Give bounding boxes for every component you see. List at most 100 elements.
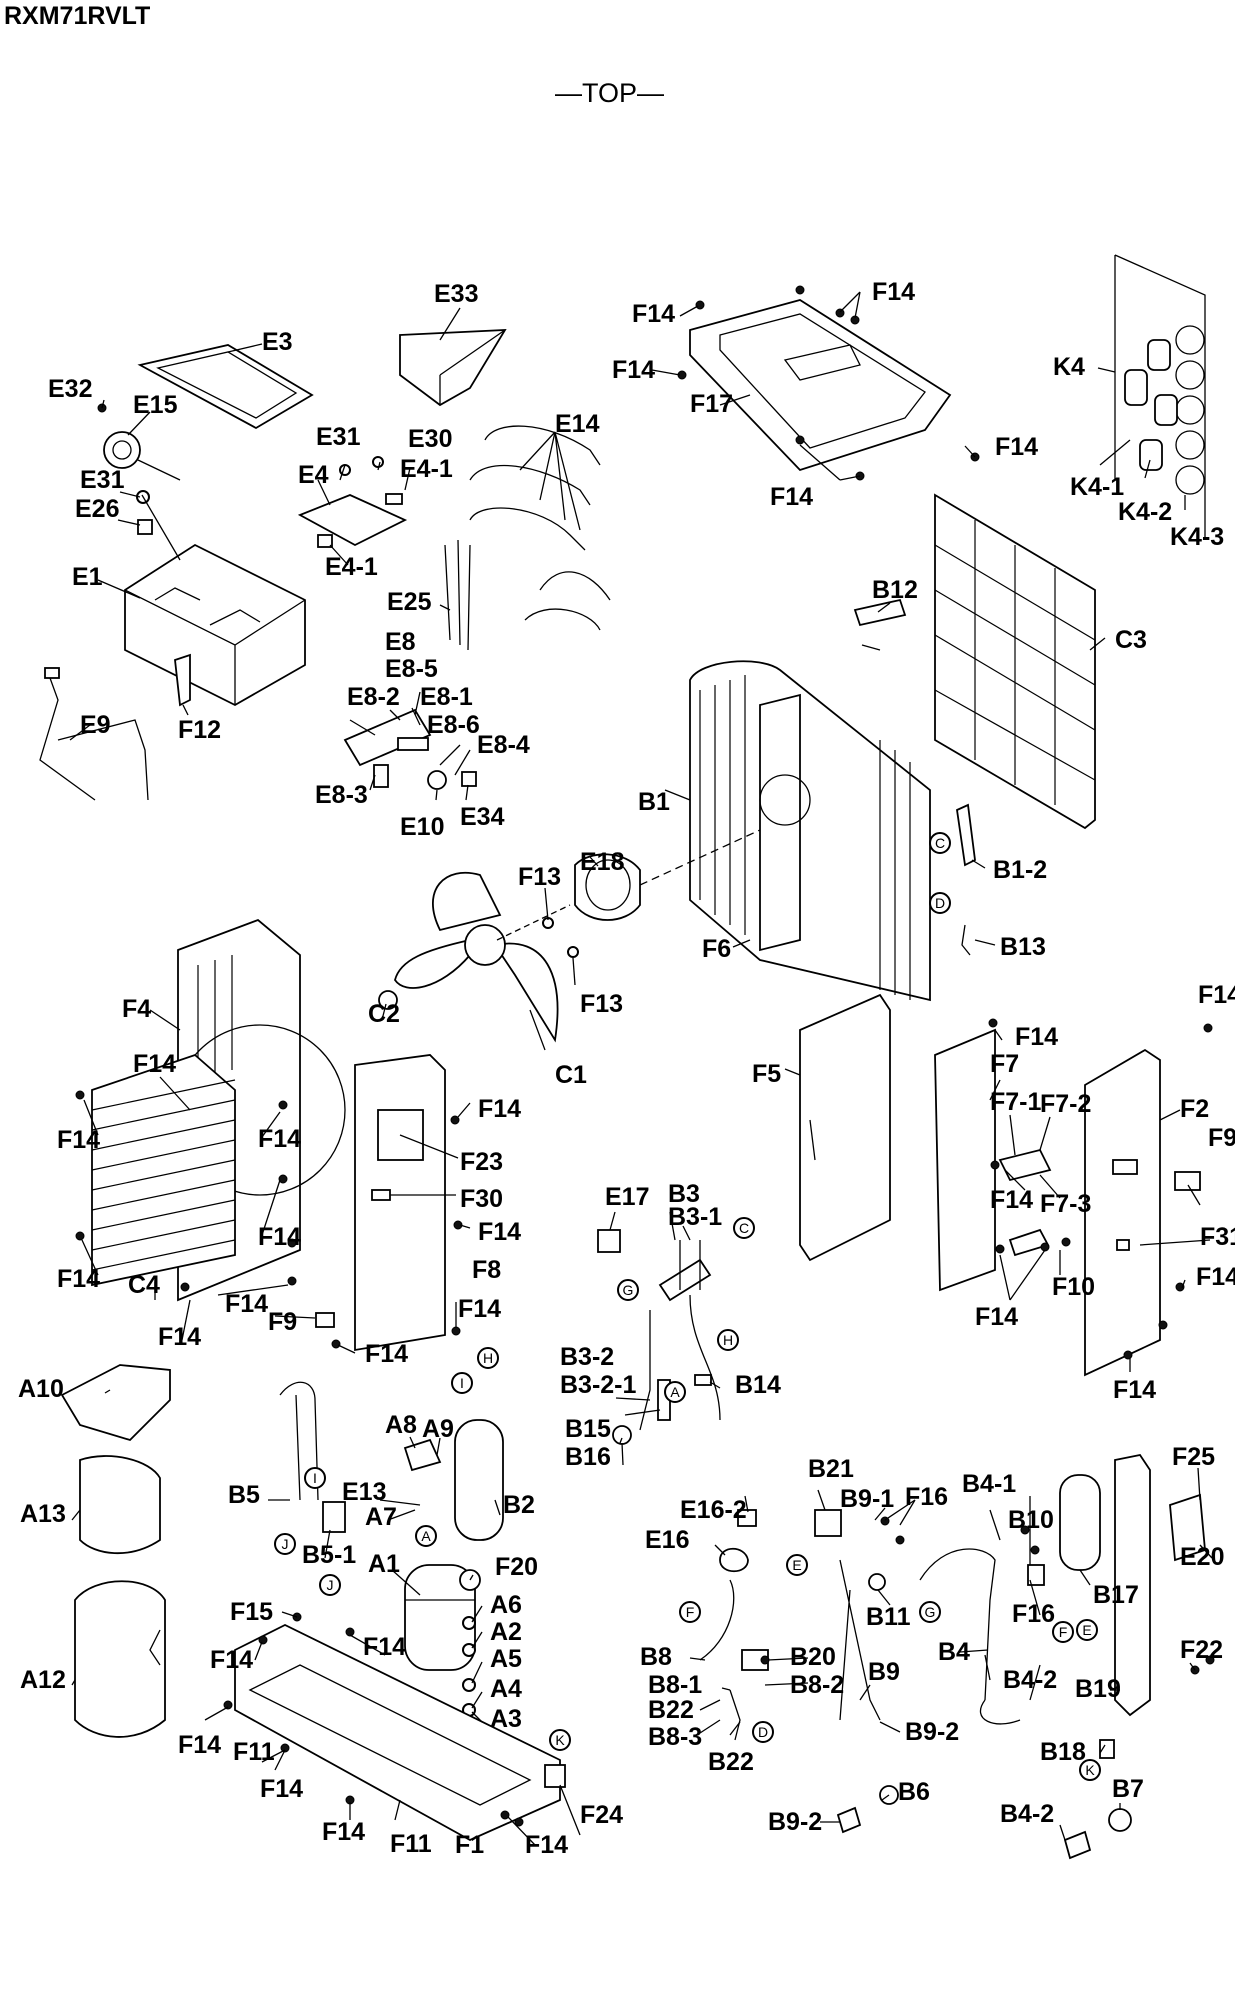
- label-b8-3: B8-3: [648, 1723, 702, 1751]
- label-f14-l: F14: [158, 1323, 201, 1351]
- label-a10: A10: [18, 1375, 64, 1403]
- connector-c-1-label: C: [935, 835, 945, 851]
- label-b9-1: B9-1: [840, 1485, 894, 1513]
- label-f24: F24: [580, 1801, 623, 1829]
- connector-j-2: J: [319, 1574, 341, 1596]
- connector-markers: C D C G H A H I I A J J E F G F E D K K: [274, 832, 1101, 1781]
- label-f14-ac: F14: [525, 1831, 568, 1859]
- label-f14-g: F14: [57, 1126, 100, 1154]
- label-b4-1: B4-1: [962, 1470, 1016, 1498]
- label-b18: B18: [1040, 1738, 1086, 1766]
- label-b20: B20: [790, 1643, 836, 1671]
- label-b15: B15: [565, 1415, 611, 1443]
- label-a5: A5: [490, 1645, 522, 1673]
- label-e31-b: E31: [316, 423, 361, 451]
- label-c3: C3: [1115, 626, 1147, 654]
- label-e8-2: E8-2: [347, 683, 400, 711]
- label-b1: B1: [638, 788, 670, 816]
- connector-i-2: I: [304, 1467, 326, 1489]
- connector-e-2-label: E: [1082, 1622, 1091, 1638]
- label-f22: F22: [1180, 1636, 1223, 1664]
- label-a1: A1: [368, 1550, 400, 1578]
- label-e16: E16: [645, 1526, 689, 1554]
- label-b10: B10: [1008, 1506, 1054, 1534]
- label-e10: E10: [400, 813, 444, 841]
- label-b11: B11: [866, 1603, 911, 1631]
- label-e8-3: E8-3: [315, 781, 368, 809]
- label-f6: F6: [702, 935, 731, 963]
- label-e25: E25: [387, 588, 432, 616]
- label-e15: E15: [133, 391, 178, 419]
- connector-a-2: A: [415, 1525, 437, 1547]
- label-f14-s: F14: [1015, 1023, 1058, 1051]
- label-a12: A12: [20, 1666, 66, 1694]
- connector-c-1: C: [929, 832, 951, 854]
- label-e9: E9: [80, 711, 111, 739]
- label-f15: F15: [230, 1598, 273, 1626]
- connector-h-1-label: H: [723, 1332, 733, 1348]
- connector-g-2: G: [919, 1601, 941, 1623]
- view-title: —TOP—: [555, 78, 665, 108]
- label-b6: B6: [898, 1778, 930, 1806]
- label-e30: E30: [408, 425, 452, 453]
- connector-g-2-label: G: [925, 1604, 936, 1620]
- label-f14-y: F14: [363, 1633, 406, 1661]
- label-e20: E20: [1180, 1543, 1224, 1571]
- label-b4-2-a: B4-2: [1003, 1666, 1057, 1694]
- label-f14-f: F14: [133, 1050, 176, 1078]
- label-b1-2: B1-2: [993, 856, 1047, 884]
- label-k4-3: K4-3: [1170, 523, 1224, 551]
- label-k4-2: K4-2: [1118, 498, 1172, 526]
- label-f14-m: F14: [365, 1340, 408, 1368]
- label-b3-1: B3-1: [668, 1203, 722, 1231]
- label-b5-1: B5-1: [302, 1541, 356, 1569]
- label-f9-b: F9: [1208, 1124, 1235, 1152]
- label-e8-1: E8-1: [420, 683, 473, 711]
- label-f7-2: F7-2: [1040, 1090, 1091, 1118]
- label-b12: B12: [872, 576, 918, 604]
- label-f10: F10: [1052, 1273, 1095, 1301]
- label-f4: F4: [122, 995, 151, 1023]
- label-f14-v: F14: [1196, 1263, 1235, 1291]
- connector-a-2-label: A: [421, 1528, 431, 1544]
- label-f14-t: F14: [990, 1186, 1033, 1214]
- connector-j-2-label: J: [327, 1577, 334, 1593]
- label-f7-1: F7-1: [990, 1088, 1042, 1116]
- connector-d-2-label: D: [758, 1724, 768, 1740]
- label-a6: A6: [490, 1591, 522, 1619]
- label-f20: F20: [495, 1553, 538, 1581]
- label-f14-a: F14: [632, 300, 675, 328]
- label-k4: K4: [1053, 353, 1085, 381]
- label-f14-aa: F14: [260, 1775, 303, 1803]
- label-f11-a: F11: [233, 1738, 275, 1766]
- label-a7: A7: [365, 1503, 397, 1531]
- label-c2: C2: [368, 1000, 400, 1028]
- connector-h-1: H: [717, 1329, 739, 1351]
- label-f16-b: F16: [1012, 1600, 1055, 1628]
- connector-f-1-label: F: [686, 1604, 695, 1620]
- label-a8: A8: [385, 1411, 417, 1439]
- label-f7: F7: [990, 1050, 1019, 1078]
- label-e31: E31: [80, 466, 125, 494]
- label-f1: F1: [455, 1831, 484, 1859]
- label-f14-o: F14: [478, 1218, 521, 1246]
- label-b21: B21: [808, 1455, 854, 1483]
- label-f12: F12: [178, 716, 221, 744]
- label-f30: F30: [460, 1185, 503, 1213]
- label-f14-b: F14: [872, 278, 915, 306]
- connector-a-1: A: [664, 1381, 686, 1403]
- connector-h-2-label: H: [483, 1350, 493, 1366]
- label-b8: B8: [640, 1643, 672, 1671]
- label-f31: F31: [1200, 1223, 1235, 1251]
- label-e26: E26: [75, 495, 119, 523]
- label-e14: E14: [555, 410, 600, 438]
- part-labels: E33 E3 E32 E15 E31 E26 E1 E31 E30 E4 E4-…: [18, 278, 1235, 1859]
- label-b7: B7: [1112, 1775, 1144, 1803]
- label-f14-j: F14: [57, 1265, 100, 1293]
- label-e8: E8: [385, 628, 416, 656]
- connector-e-1: E: [786, 1554, 808, 1576]
- label-f14-u: F14: [975, 1303, 1018, 1331]
- part-drawings: [39, 254, 1206, 1860]
- label-a4: A4: [490, 1675, 522, 1703]
